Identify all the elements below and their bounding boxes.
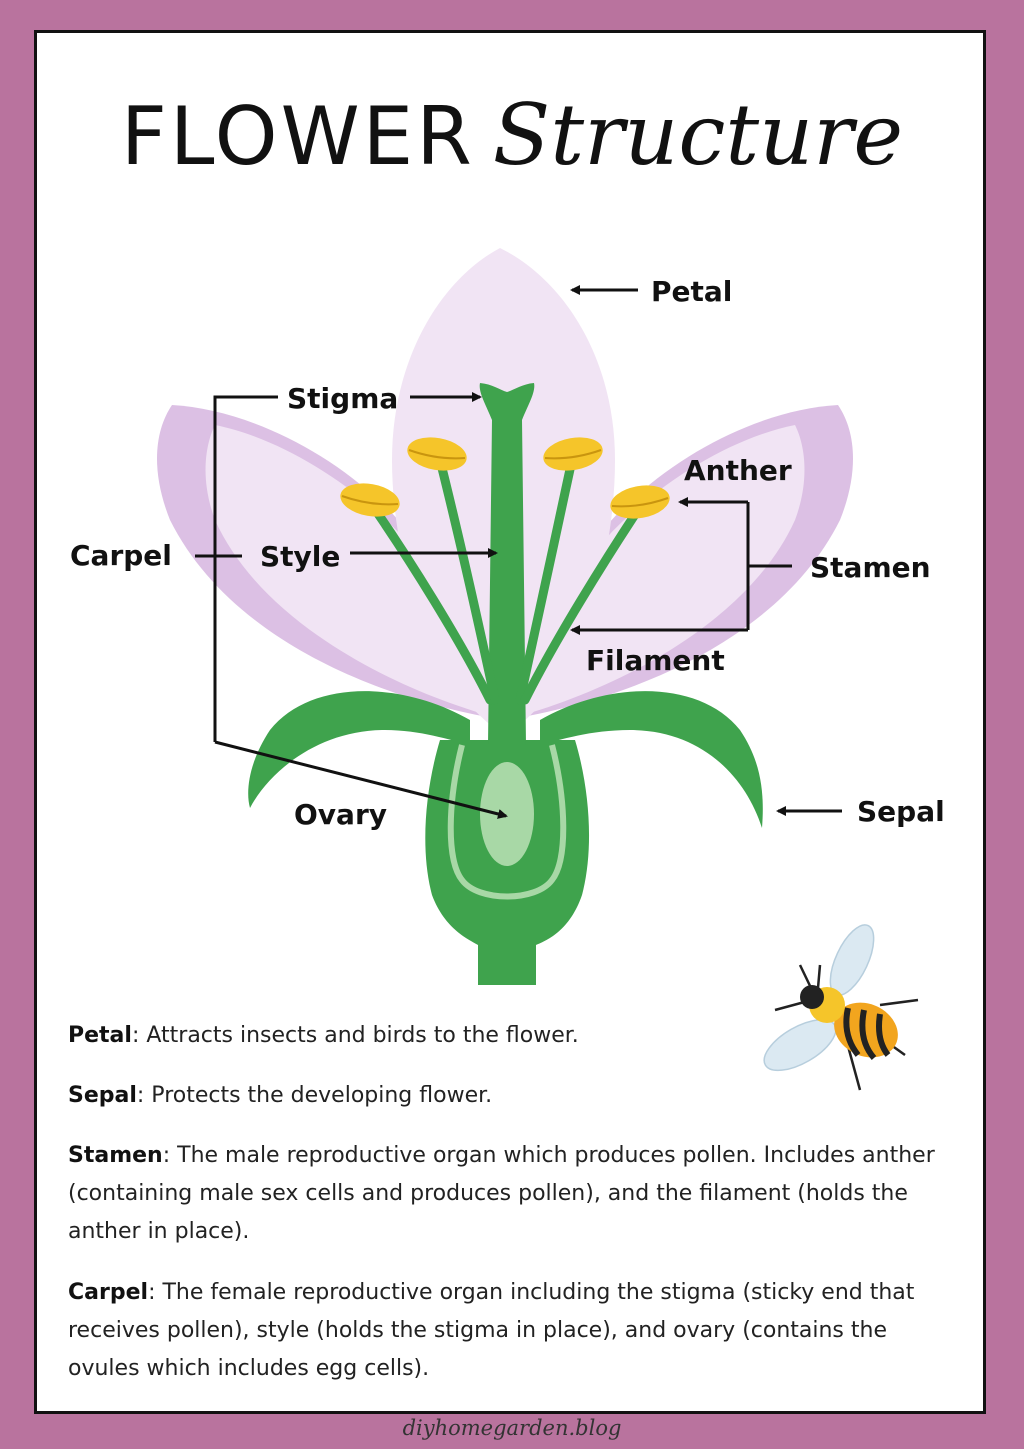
label-style: Style — [260, 540, 340, 573]
label-stigma: Stigma — [287, 382, 398, 415]
anther-4 — [610, 485, 670, 519]
filament-3 — [515, 455, 577, 705]
right-sepal — [540, 691, 763, 828]
desc-text: : Attracts insects and birds to the flow… — [131, 1023, 579, 1048]
right-petal — [505, 425, 805, 720]
ovary-wall-line — [447, 744, 567, 900]
label-filament: Filament — [586, 644, 725, 677]
label-petal: Petal — [651, 275, 732, 308]
label-carpel: Carpel — [70, 539, 172, 572]
desc-term: Carpel — [68, 1280, 149, 1305]
desc-text: : Protects the developing flower. — [136, 1083, 493, 1108]
description-stamen: Stamen: The male reproductive organ whic… — [68, 1137, 948, 1251]
left-petal — [205, 425, 505, 720]
bee-illustration — [763, 924, 919, 1091]
filament-4 — [520, 505, 643, 705]
label-sepal: Sepal — [857, 795, 945, 828]
desc-text: : The female reproductive organ includin… — [68, 1280, 915, 1381]
description-sepal: Sepal: Protects the developing flower. — [68, 1077, 948, 1115]
filament-1 — [367, 500, 495, 705]
title-script: Structure — [492, 86, 904, 184]
description-carpel: Carpel: The female reproductive organ in… — [68, 1274, 948, 1388]
label-ovary: Ovary — [294, 798, 387, 831]
desc-term: Sepal — [68, 1083, 137, 1108]
footer-url[interactable]: diyhomegarden.blog — [402, 1416, 622, 1440]
filament-2 — [435, 455, 500, 705]
ovary-arrow — [214, 740, 508, 819]
desc-term: Stamen — [68, 1143, 163, 1168]
label-anther: Anther — [684, 454, 792, 487]
description-petal: Petal: Attracts insects and birds to the… — [68, 1017, 948, 1055]
style-shape — [479, 383, 535, 745]
anther-2 — [407, 437, 467, 471]
anther-3 — [543, 437, 603, 471]
left-sepal — [248, 691, 470, 808]
label-stamen: Stamen — [810, 551, 931, 584]
desc-text: : The male reproductive organ which prod… — [68, 1143, 935, 1244]
desc-term: Petal — [68, 1023, 132, 1048]
title-main: FLOWER — [120, 90, 475, 183]
ovary-shape — [480, 762, 534, 866]
carpel-bracket — [213, 395, 278, 742]
anther-1 — [340, 483, 400, 517]
